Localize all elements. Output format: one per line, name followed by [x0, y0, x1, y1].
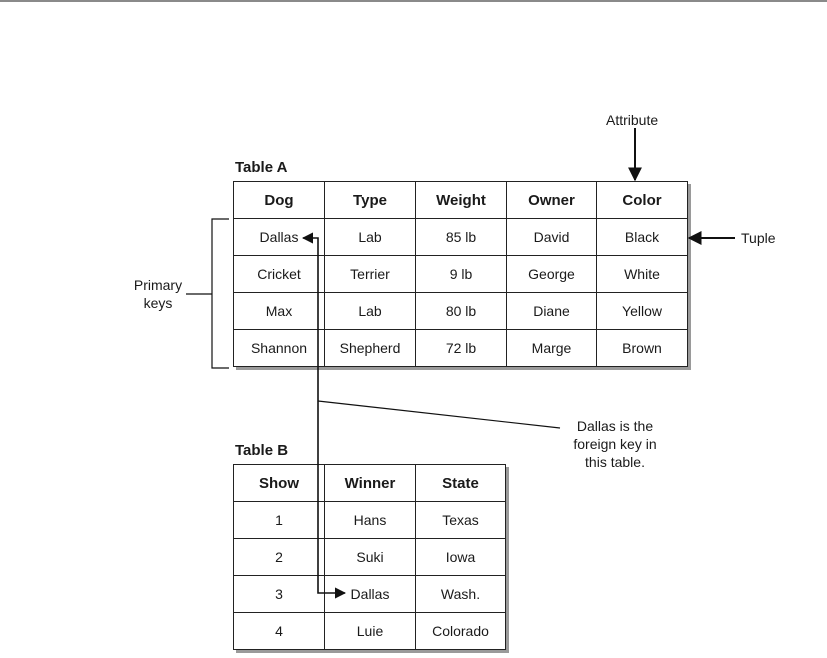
table-cell: Diane	[506, 292, 597, 330]
table-cell: White	[596, 255, 688, 293]
table-a-header-owner: Owner	[506, 181, 597, 219]
table-cell: Marge	[506, 329, 597, 367]
table-a-header-type: Type	[324, 181, 416, 219]
table-b-header-row: Show Winner State	[233, 464, 506, 502]
primary-keys-line: Primary	[133, 277, 183, 293]
table-cell: Colorado	[415, 612, 506, 650]
table-a-header-dog: Dog	[233, 181, 325, 219]
table-cell: Terrier	[324, 255, 416, 293]
table-row: 4 Luie Colorado	[233, 612, 506, 650]
table-cell: 4	[233, 612, 325, 650]
table-cell: George	[506, 255, 597, 293]
foreign-key-note-line: foreign key in	[573, 436, 657, 452]
primary-keys-line: keys	[143, 295, 173, 311]
foreign-key-note-line: Dallas is the	[576, 418, 654, 434]
table-cell: Shannon	[233, 329, 325, 367]
table-cell: 3	[233, 575, 325, 613]
table-cell: Texas	[415, 501, 506, 539]
table-cell: 85 lb	[415, 218, 507, 256]
primary-keys-label: Primary keys	[130, 276, 186, 312]
table-cell: Suki	[324, 538, 416, 576]
attribute-label: Attribute	[606, 112, 659, 128]
table-b-header-show: Show	[233, 464, 325, 502]
foreign-key-leader	[317, 400, 561, 429]
table-row: Cricket Terrier 9 lb George White	[233, 255, 688, 293]
table-b-caption: Table B	[235, 442, 289, 459]
table-cell: Lab	[324, 292, 416, 330]
tuple-label: Tuple	[741, 230, 776, 246]
table-a-header-weight: Weight	[415, 181, 507, 219]
table-cell: Iowa	[415, 538, 506, 576]
table-row: Dallas Lab 85 lb David Black	[233, 218, 688, 256]
table-cell: Yellow	[596, 292, 688, 330]
table-cell: 72 lb	[415, 329, 507, 367]
table-cell: Max	[233, 292, 325, 330]
table-a: Dog Type Weight Owner Color Dallas Lab 8…	[233, 181, 688, 367]
table-cell: Cricket	[233, 255, 325, 293]
table-row: Shannon Shepherd 72 lb Marge Brown	[233, 329, 688, 367]
table-cell: Brown	[596, 329, 688, 367]
table-a-header-row: Dog Type Weight Owner Color	[233, 181, 688, 219]
table-b-header-state: State	[415, 464, 506, 502]
table-a-header-color: Color	[596, 181, 688, 219]
table-cell: Dallas	[324, 575, 416, 613]
table-cell: 9 lb	[415, 255, 507, 293]
table-row: 2 Suki Iowa	[233, 538, 506, 576]
table-cell: 2	[233, 538, 325, 576]
table-cell: Dallas	[233, 218, 325, 256]
table-cell: 80 lb	[415, 292, 507, 330]
table-b-header-winner: Winner	[324, 464, 416, 502]
foreign-key-note: Dallas is the foreign key in this table.	[545, 417, 685, 471]
table-row: 3 Dallas Wash.	[233, 575, 506, 613]
table-row: 1 Hans Texas	[233, 501, 506, 539]
top-rule	[0, 0, 827, 2]
primary-keys-bracket	[211, 218, 229, 369]
table-cell: Black	[596, 218, 688, 256]
table-cell: Shepherd	[324, 329, 416, 367]
table-row: Max Lab 80 lb Diane Yellow	[233, 292, 688, 330]
table-b: Show Winner State 1 Hans Texas 2 Suki Io…	[233, 464, 506, 650]
table-cell: Hans	[324, 501, 416, 539]
table-cell: Luie	[324, 612, 416, 650]
table-cell: Lab	[324, 218, 416, 256]
table-cell: David	[506, 218, 597, 256]
table-cell: 1	[233, 501, 325, 539]
foreign-key-note-line: this table.	[585, 454, 645, 470]
table-cell: Wash.	[415, 575, 506, 613]
table-a-caption: Table A	[235, 159, 288, 176]
